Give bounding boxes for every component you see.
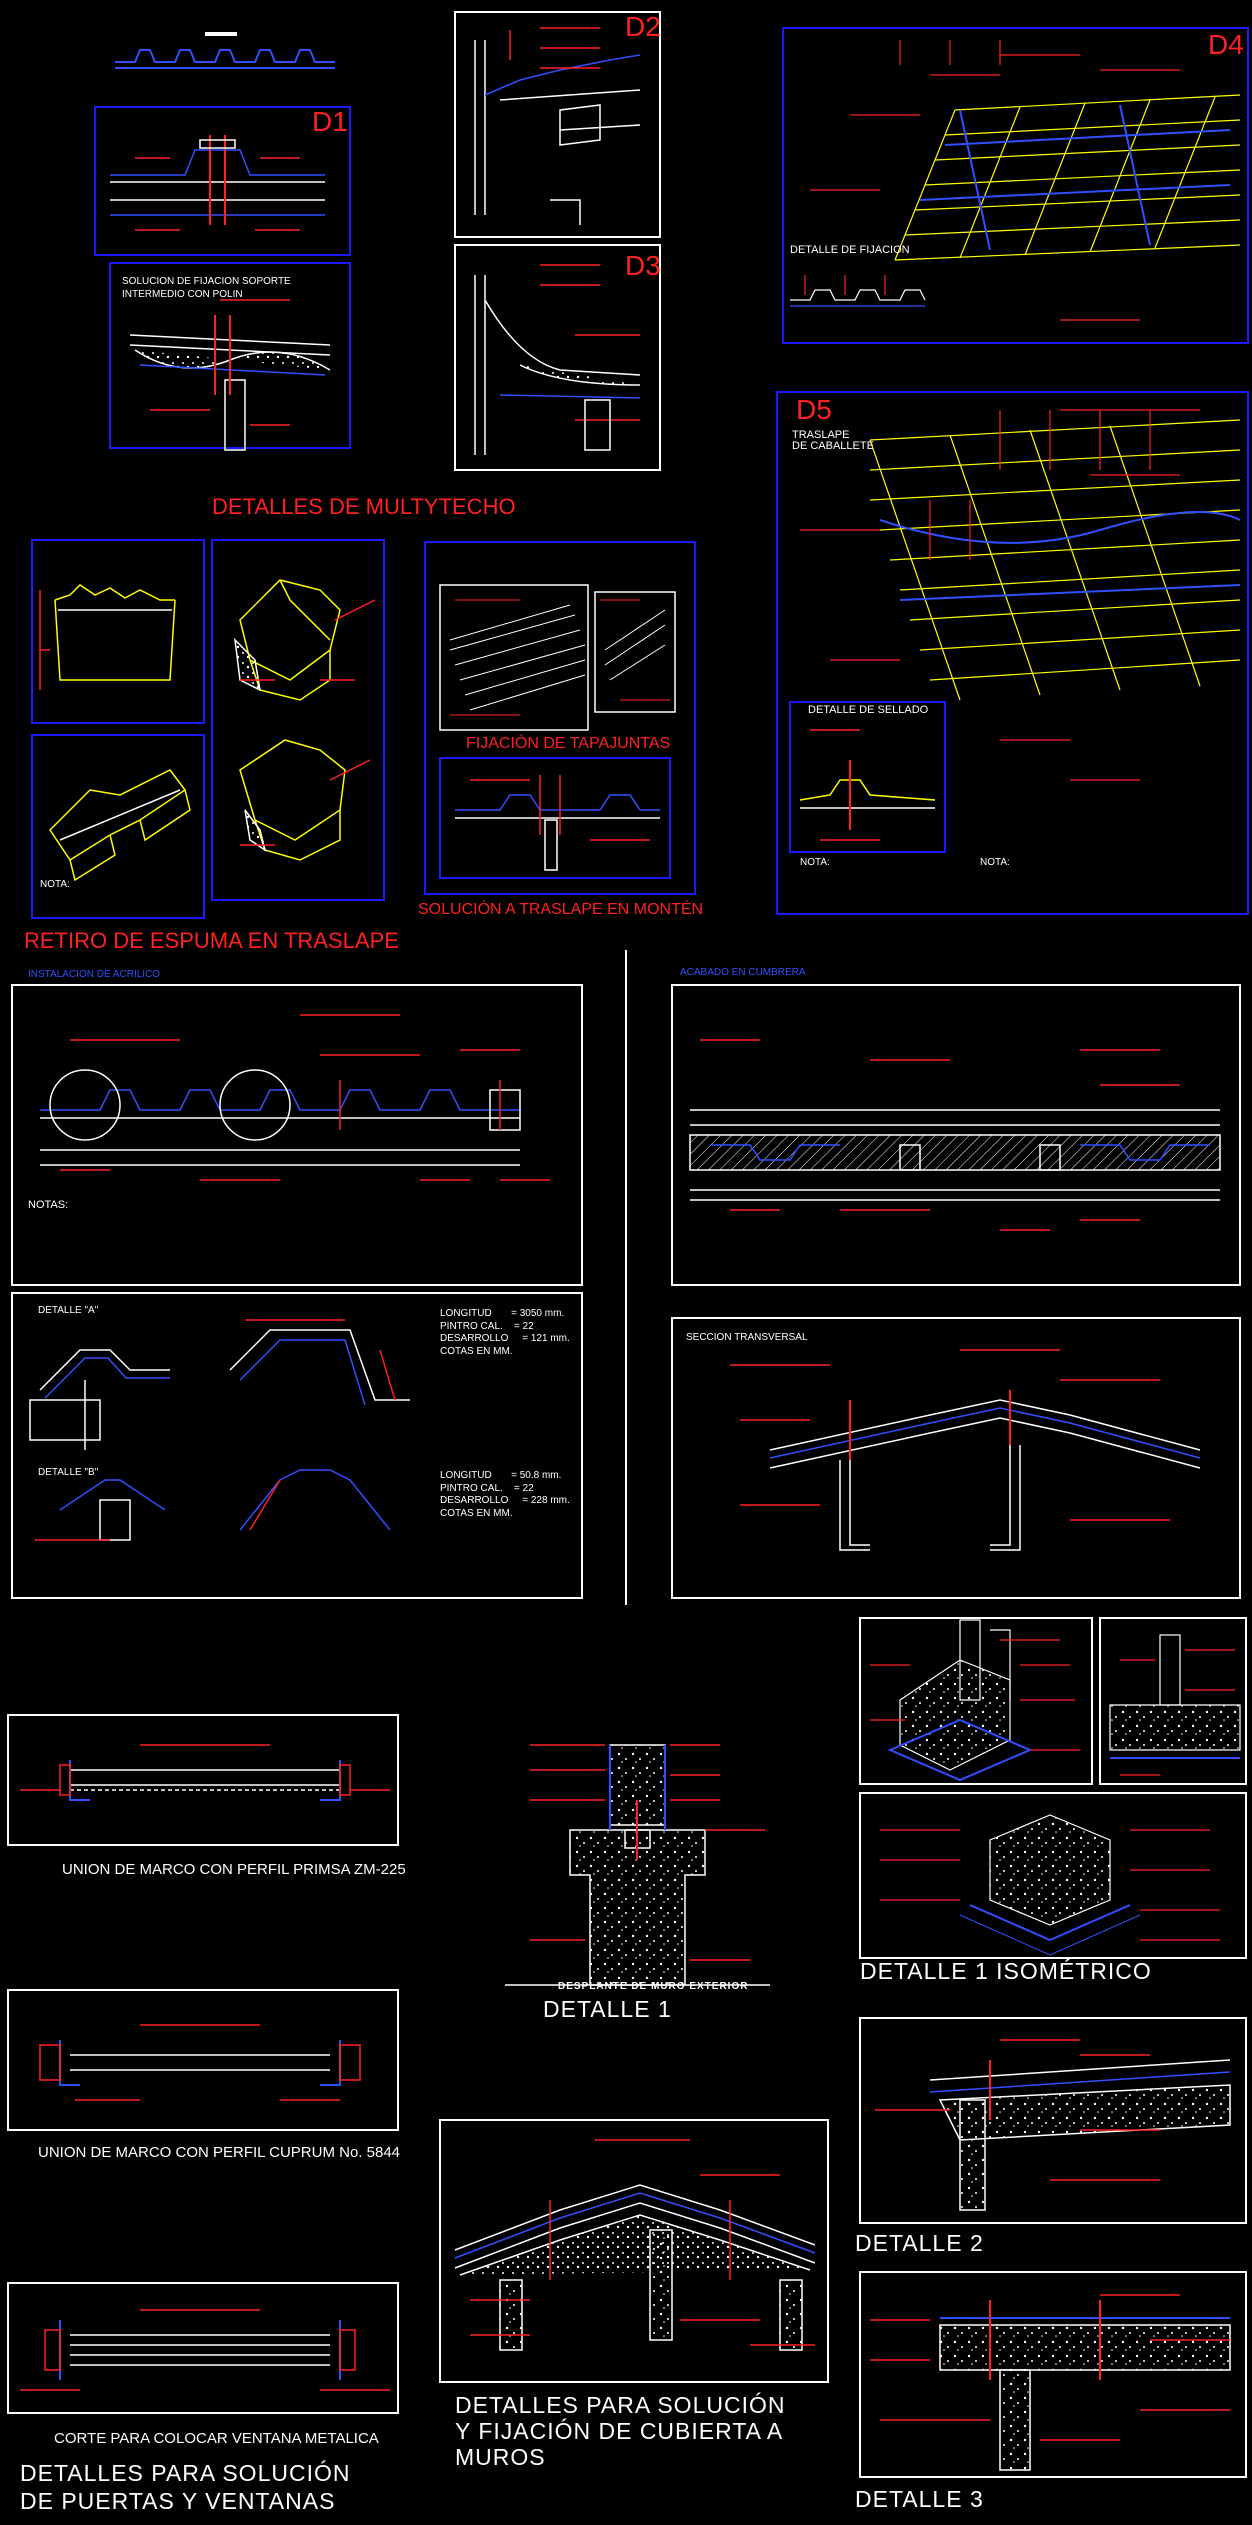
d3-frame <box>454 244 661 471</box>
title-solucion-traslape: SOLUCIÓN A TRASLAPE EN MONTÉN <box>418 901 704 918</box>
detalle-sellado-note: DETALLE DE SELLADO <box>808 704 929 716</box>
title-detalle1-iso: DETALLE 1 ISOMÉTRICO <box>860 1958 1152 1984</box>
tag-d2: D2 <box>625 11 661 42</box>
d5-traslape-note: TRASLAPE DE CABALLETE <box>792 429 874 452</box>
corte-ventana-drawing <box>20 2309 390 2391</box>
acabado-cumbrera-note: ACABADO EN CUMBRERA <box>680 967 806 978</box>
d5-sellado-drawing <box>799 729 936 841</box>
d2-drawing <box>474 27 641 225</box>
title-corte-ventana: CORTE PARA COLOCAR VENTANA METALICA <box>54 2430 379 2447</box>
d3-drawing <box>474 264 641 455</box>
detalle-fijacion-note: DETALLE DE FIJACION <box>790 244 910 256</box>
retiro-frame-1 <box>31 539 205 724</box>
desplante-drawing <box>505 1744 770 1986</box>
detalle2-drawing <box>875 2039 1231 2211</box>
union-zm225-drawing <box>20 1744 390 1801</box>
detalle-ab-drawing <box>29 1319 410 1541</box>
iso-frame-3 <box>859 1792 1247 1959</box>
d4-drawing <box>790 40 1241 321</box>
union-zm225-frame <box>7 1714 399 1846</box>
seccion-transversal-label: SECCION TRANSVERSAL <box>686 1332 808 1343</box>
detalle-b-specs: LONGITUD = 50.8 mm. PINTRO CAL. = 22 DES… <box>440 1470 570 1519</box>
d5-nota: NOTA: <box>800 857 830 868</box>
detalle-ab-frame <box>11 1292 583 1599</box>
retiro-drawing-3 <box>233 579 376 861</box>
acrilico-drawing <box>40 1014 550 1181</box>
iso-frame-2 <box>1099 1617 1247 1785</box>
title-union-zm225: UNION DE MARCO CON PERFIL PRIMSA ZM-225 <box>62 1861 406 1878</box>
title-detalle3: DETALLE 3 <box>855 2486 984 2512</box>
retiro-frame-3 <box>211 539 385 901</box>
tapajuntas-iso-drawing <box>449 599 586 716</box>
iso-frame-1 <box>859 1617 1093 1785</box>
retiro-drawing-2 <box>49 769 191 882</box>
title-detalle1: DETALLE 1 <box>543 1996 672 2022</box>
title-fijacion-tapajuntas: FIJACIÓN DE TAPAJUNTAS <box>466 735 671 752</box>
retiro-frame-2 <box>31 734 205 919</box>
solucion-fijacion-note: SOLUCION DE FIJACION SOPORTE INTERMEDIO … <box>122 276 291 300</box>
traslape-monten-frame <box>439 757 671 879</box>
top-roof-profile <box>115 32 335 69</box>
detalle3-drawing <box>870 2294 1231 2471</box>
title-cubierta-line2: Y FIJACIÓN DE CUBIERTA A <box>455 2418 784 2444</box>
iso-drawing-1 <box>870 1619 1080 1782</box>
detalle3-frame <box>859 2271 1247 2478</box>
d4-frame <box>782 27 1249 344</box>
tapajuntas-detail-drawing <box>600 599 670 701</box>
tag-d3: D3 <box>625 250 661 281</box>
d1-frame <box>94 106 351 256</box>
d5-drawing <box>800 409 1241 781</box>
tag-d4: D4 <box>1208 29 1244 60</box>
d5-sellado-frame <box>789 701 946 853</box>
title-union-cuprum: UNION DE MARCO CON PERFIL CUPRUM No. 584… <box>38 2144 401 2161</box>
seccion-transversal-drawing <box>730 1349 1201 1551</box>
d2-frame <box>454 11 661 238</box>
corte-ventana-frame <box>7 2282 399 2414</box>
traslape-monten-drawing <box>455 775 660 871</box>
title-retiro-espuma: RETIRO DE ESPUMA EN TRASLAPE <box>24 928 399 953</box>
acrilico-notas: NOTAS: <box>28 1199 69 1211</box>
title-puertas-line2: DE PUERTAS Y VENTANAS <box>20 2488 336 2514</box>
tag-d1: D1 <box>312 106 348 137</box>
cumbrera-frame <box>671 984 1241 1286</box>
title-cubierta-line1: DETALLES PARA SOLUCIÓN <box>455 2392 786 2418</box>
d5-frame <box>776 391 1249 915</box>
tag-d5: D5 <box>796 394 832 425</box>
iso-drawing-3 <box>880 1814 1220 1956</box>
tapajuntas-outer-frame <box>424 541 696 895</box>
tapajuntas-frame-iso <box>439 584 589 731</box>
instalacion-acrilico-note: INSTALACION DE ACRILICO <box>28 969 161 980</box>
detalle2-frame <box>859 2017 1247 2224</box>
cumbrera-drawing <box>689 1039 1221 1231</box>
retiro-nota: NOTA: <box>40 879 70 890</box>
title-desplante: DESPLANTE DE MURO EXTERIOR <box>558 1981 749 1992</box>
title-detalle2: DETALLE 2 <box>855 2230 984 2256</box>
solucion-fijacion-frame <box>109 262 351 449</box>
union-cuprum-drawing <box>39 2024 361 2101</box>
cubierta-muros-frame <box>439 2119 829 2383</box>
cubierta-muros-drawing <box>454 2139 816 2351</box>
title-multytecho: DETALLES DE MULTYTECHO <box>212 494 516 519</box>
title-cubierta-line3: MUROS <box>455 2444 546 2470</box>
solucion-fijacion-drawing <box>129 299 331 451</box>
tapajuntas-frame-detail <box>594 591 676 713</box>
seccion-transversal-frame <box>671 1317 1241 1599</box>
d5-nota-2: NOTA: <box>980 857 1010 868</box>
iso-drawing-2 <box>1109 1634 1241 1776</box>
detalle-a-label: DETALLE "A" <box>38 1305 99 1316</box>
retiro-drawing-1 <box>39 584 176 690</box>
title-puertas-line1: DETALLES PARA SOLUCIÓN <box>20 2460 351 2486</box>
detalle-b-label: DETALLE "B" <box>38 1467 99 1478</box>
acrilico-frame <box>11 984 583 1286</box>
union-cuprum-frame <box>7 1989 399 2131</box>
detalle-a-specs: LONGITUD = 3050 mm. PINTRO CAL. = 22 DES… <box>440 1308 570 1357</box>
d1-drawing <box>110 135 325 231</box>
